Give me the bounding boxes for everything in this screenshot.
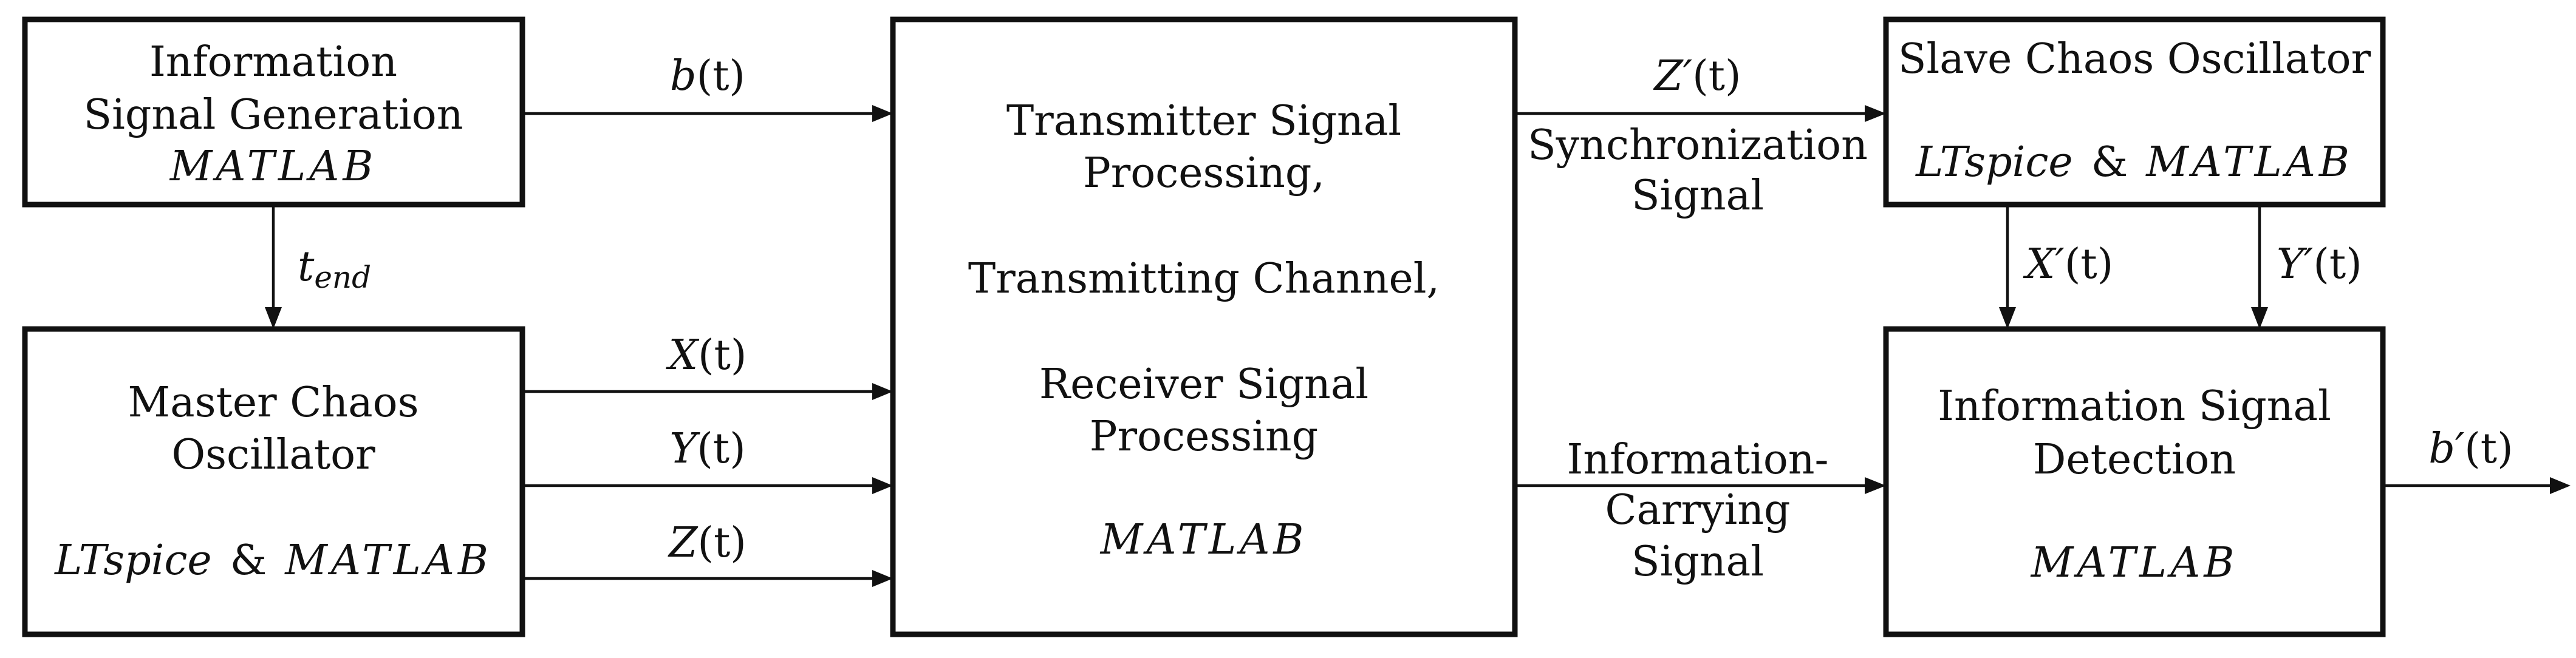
info-gen-line1: Information <box>149 38 397 86</box>
label-information-carrying-1: Information- <box>1566 436 1828 484</box>
arrow-z-prime-of-t: Z′(t) Synchronization Signal <box>1515 52 1886 220</box>
center-line3: Transmitting Channel, <box>968 255 1440 303</box>
block-information-signal-detection: Information Signal Detection MATLAB <box>1883 326 2386 637</box>
label-z-of-t: Z(t) <box>668 519 746 567</box>
label-t-end: tend <box>298 243 371 295</box>
arrow-x-of-t: X(t) <box>522 331 893 400</box>
slave-line1: Slave Chaos Oscillator <box>1898 35 2371 83</box>
arrow-z-of-t: Z(t) <box>522 519 893 587</box>
slave-tool: LTspice&MATLAB <box>1915 138 2353 186</box>
info-gen-line2: Signal Generation <box>83 91 463 139</box>
detect-line1: Information Signal <box>1938 382 2331 430</box>
arrow-b-prime-of-t: b′(t) <box>2383 425 2571 494</box>
label-x-prime-of-t: X′(t) <box>2023 240 2113 288</box>
center-line2: Processing, <box>1083 149 1325 197</box>
label-y-of-t: Y(t) <box>669 425 745 473</box>
center-tool: MATLAB <box>1099 516 1308 564</box>
block-transmitter-channel-receiver: Transmitter Signal Processing, Transmitt… <box>890 16 1518 637</box>
master-line2: Oscillator <box>171 431 375 479</box>
block-information-signal-generation: Information Signal Generation MATLAB <box>22 16 525 208</box>
label-y-prime-of-t: Y′(t) <box>2277 240 2362 288</box>
label-z-prime-of-t: Z′(t) <box>1653 52 1741 100</box>
label-information-carrying-3: Signal <box>1631 538 1764 586</box>
arrow-y-prime-of-t: Y′(t) <box>2251 205 2362 329</box>
arrow-information-carrying-signal: Information- Carrying Signal <box>1515 436 1886 586</box>
arrow-x-prime-of-t: X′(t) <box>1999 205 2113 329</box>
label-x-of-t: X(t) <box>666 331 747 379</box>
center-line4: Receiver Signal <box>1039 361 1368 409</box>
label-synchronization: Synchronization <box>1528 121 1868 169</box>
master-tool: LTspice&MATLAB <box>53 537 492 585</box>
arrow-y-of-t: Y(t) <box>522 425 893 494</box>
block-master-chaos-oscillator: Master Chaos Oscillator LTspice&MATLAB <box>22 326 525 637</box>
label-b-of-t: b(t) <box>670 52 745 100</box>
label-synchronization-signal: Signal <box>1631 172 1764 220</box>
arrow-t-end: tend <box>265 205 371 329</box>
arrow-b-of-t: b(t) <box>522 52 893 122</box>
label-information-carrying-2: Carrying <box>1605 486 1790 534</box>
center-line5: Processing <box>1090 413 1318 461</box>
block-slave-chaos-oscillator: Slave Chaos Oscillator LTspice&MATLAB <box>1883 16 2386 208</box>
master-line1: Master Chaos <box>128 379 419 427</box>
info-gen-tool: MATLAB <box>169 143 377 191</box>
detect-tool: MATLAB <box>2030 539 2238 587</box>
label-b-prime-of-t: b′(t) <box>2428 425 2513 473</box>
center-line1: Transmitter Signal <box>1006 97 1401 145</box>
detect-line2: Detection <box>2033 436 2236 484</box>
